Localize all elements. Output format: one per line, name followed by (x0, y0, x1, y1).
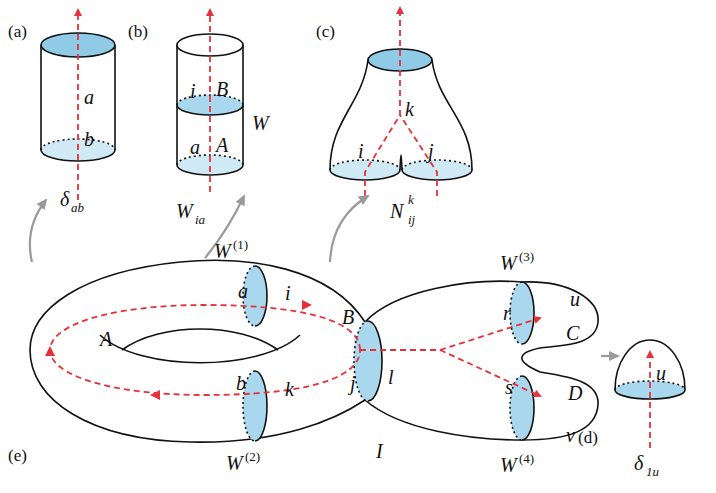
symbol-label: (2) (245, 449, 260, 465)
symbol-label: W (252, 112, 269, 135)
symbol-label: u (656, 362, 666, 385)
symbol-label: ab (71, 200, 84, 216)
symbol-label: i (190, 80, 196, 103)
symbol-label: W (214, 240, 231, 263)
symbol-label: D (568, 382, 582, 405)
symbol-label: l (388, 366, 394, 389)
symbol-label: k (408, 192, 414, 208)
symbol-label: b (84, 128, 94, 151)
symbol-label: a (238, 280, 248, 303)
symbol-label: b (236, 372, 246, 395)
symbol-label: i (285, 282, 291, 305)
symbol-label: s (505, 376, 513, 399)
symbol-label: I (376, 440, 383, 463)
symbol-label: a (190, 136, 200, 159)
symbol-label: δ (634, 452, 643, 475)
symbol-label: r (503, 302, 511, 325)
symbol-label: A (100, 328, 112, 351)
symbol-label: a (84, 86, 94, 109)
panel-tag: (e) (8, 446, 27, 466)
symbol-label: B (342, 306, 354, 329)
symbol-label: N (390, 200, 403, 223)
panel-tag: (d) (578, 428, 598, 448)
symbol-label: (3) (519, 249, 534, 265)
symbol-label: u (570, 288, 580, 311)
symbol-label: j (350, 372, 356, 395)
panel-tag: (c) (316, 22, 335, 42)
symbol-label: δ (60, 188, 69, 211)
symbol-label: (4) (519, 451, 534, 467)
symbol-label: (1) (233, 237, 248, 253)
symbol-label: v (566, 424, 575, 447)
symbol-label: k (405, 98, 414, 121)
panel-tag: (b) (128, 22, 148, 42)
symbol-label: C (566, 322, 579, 345)
panel-tag: (a) (8, 22, 27, 42)
symbol-label: ij (408, 212, 415, 228)
symbol-label: i (358, 140, 364, 163)
symbol-label: W (176, 200, 193, 223)
symbol-label: k (285, 378, 294, 401)
symbol-label: A (216, 134, 228, 157)
symbol-label: B (216, 78, 228, 101)
symbol-label: ia (195, 212, 205, 228)
symbol-label: 1u (646, 464, 659, 480)
symbol-label: j (428, 140, 434, 163)
symbol-label: W (226, 452, 243, 475)
symbol-label: W (500, 454, 517, 477)
symbol-label: W (500, 252, 517, 275)
